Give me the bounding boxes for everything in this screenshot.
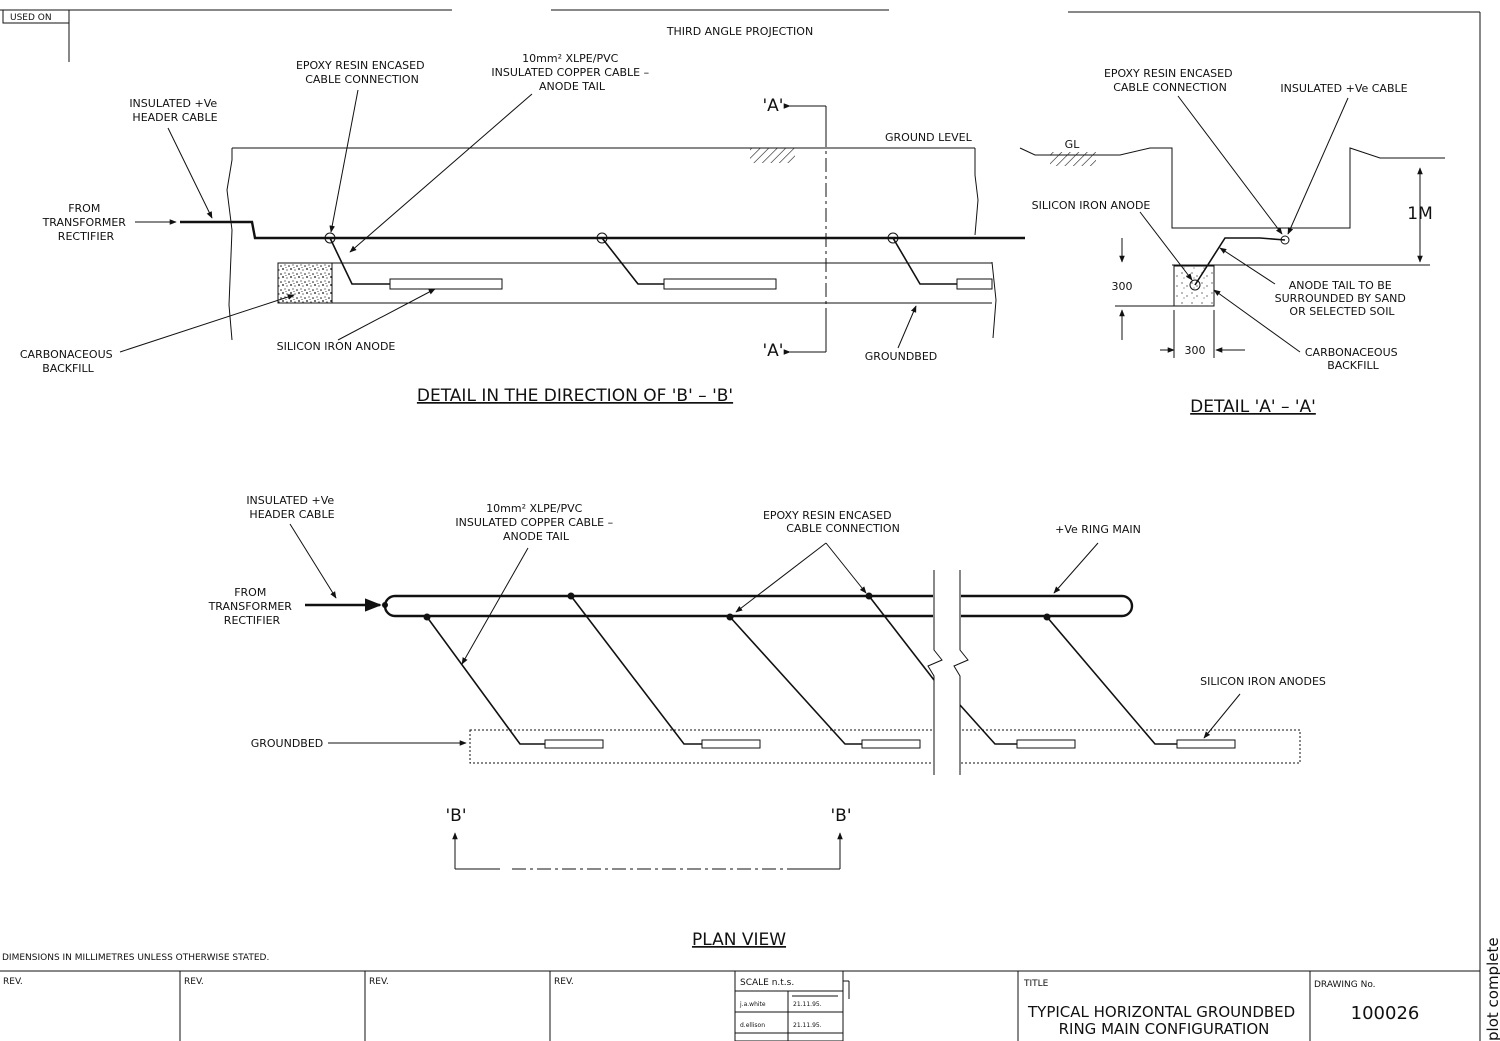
drawn-date: 21.11.95. xyxy=(793,1001,822,1008)
section-b-right: 'B' xyxy=(830,806,851,826)
checked-date: 21.11.95. xyxy=(793,1022,822,1029)
drawing-number: 100026 xyxy=(1351,1003,1420,1024)
aa-epoxy-label: EPOXY RESIN ENCASED CABLE CONNECTION xyxy=(1104,67,1236,94)
dim-horizontal: 300 xyxy=(1185,344,1206,357)
bb-groundbed-label: GROUNDBED xyxy=(865,350,938,363)
plan-copper-label: 10mm² XLPE/PVC INSULATED COPPER CABLE – … xyxy=(455,502,616,543)
bb-anode-label: SILICON IRON ANODE xyxy=(277,340,396,353)
detail-aa-view xyxy=(1019,95,1445,358)
rev-3: REV. xyxy=(369,977,389,987)
margin-plot-note: plot complete xyxy=(1484,937,1500,1041)
connection xyxy=(324,232,336,244)
anode xyxy=(956,278,993,290)
used-on-label: USED ON xyxy=(10,13,52,23)
title-block xyxy=(0,970,1480,1041)
connection xyxy=(596,232,608,244)
gl-label: GL xyxy=(1065,138,1081,151)
section-b-left: 'B' xyxy=(445,806,466,826)
plan-anode xyxy=(701,739,761,749)
plan-anodes-label: SILICON IRON ANODES xyxy=(1200,675,1326,688)
frame xyxy=(0,9,1481,1041)
plan-anode xyxy=(861,739,921,749)
aa-anode-label: SILICON IRON ANODE xyxy=(1032,199,1151,212)
connection xyxy=(1280,235,1290,245)
bb-from-label: FROM TRANSFORMER RECTIFIER xyxy=(42,202,130,243)
plan-view-title: PLAN VIEW xyxy=(692,930,786,950)
bb-copper-label: 10mm² XLPE/PVC INSULATED COPPER CABLE – … xyxy=(491,52,652,93)
aa-cable-label: INSULATED +Ve CABLE xyxy=(1280,82,1407,95)
depth-dim: 1M xyxy=(1407,204,1432,224)
gl-hatch xyxy=(1050,152,1096,166)
anode xyxy=(663,278,777,290)
bb-epoxy-label: EPOXY RESIN ENCASED CABLE CONNECTION xyxy=(296,59,428,86)
backfill-section xyxy=(1173,265,1215,307)
title-label: TITLE xyxy=(1023,979,1049,989)
dimensions-note: DIMENSIONS IN MILLIMETRES UNLESS OTHERWI… xyxy=(2,953,269,963)
connection xyxy=(887,232,899,244)
ring-main xyxy=(383,594,1134,618)
scale-label: SCALE n.t.s. xyxy=(740,978,794,988)
section-a-top: 'A' xyxy=(763,96,784,116)
plan-header-cable-label: INSULATED +Ve HEADER CABLE xyxy=(246,494,337,521)
dim-vertical: 300 xyxy=(1112,280,1133,293)
bb-backfill-label: CARBONACEOUS BACKFILL xyxy=(20,348,116,375)
plan-anode xyxy=(544,739,604,749)
projection-label: THIRD ANGLE PROJECTION xyxy=(666,25,813,38)
anode xyxy=(389,278,503,290)
plan-from-label: FROM TRANSFORMER RECTIFIER xyxy=(208,586,296,627)
rev-1: REV. xyxy=(3,977,23,987)
drawing-no-label: DRAWING No. xyxy=(1314,980,1376,990)
rev-4: REV. xyxy=(554,977,574,987)
drawn-by: j.a.white xyxy=(739,1001,766,1008)
header-cable-line xyxy=(180,220,1025,240)
section-a-bottom: 'A' xyxy=(763,341,784,361)
plan-view xyxy=(289,523,1301,870)
ground-hatch xyxy=(750,148,795,163)
ring-main-label: +Ve RING MAIN xyxy=(1055,523,1141,536)
rev-2: REV. xyxy=(184,977,204,987)
detail-bb-title: DETAIL IN THE DIRECTION OF 'B' – 'B' xyxy=(417,386,733,406)
detail-bb-view xyxy=(119,89,1025,355)
plan-epoxy-label: EPOXY RESIN ENCASED CABLE CONNECTION xyxy=(763,509,900,535)
plan-groundbed-label: GROUNDBED xyxy=(251,737,324,750)
plan-anode xyxy=(1176,739,1236,749)
backfill-block xyxy=(277,262,333,304)
aa-tail-label: ANODE TAIL TO BE SURROUNDED BY SAND OR S… xyxy=(1275,279,1410,318)
plan-groundbed xyxy=(469,729,1301,764)
aa-backfill-label: CARBONACEOUS BACKFILL xyxy=(1305,346,1401,372)
checked-by: d.ellison xyxy=(740,1022,765,1029)
drawing-title: TYPICAL HORIZONTAL GROUNDBED RING MAIN C… xyxy=(1027,1003,1300,1038)
plan-anode xyxy=(1016,739,1076,749)
detail-aa-title: DETAIL 'A' – 'A' xyxy=(1190,397,1316,417)
ground-level-label: GROUND LEVEL xyxy=(885,131,973,144)
anode-section xyxy=(1189,279,1201,291)
bb-header-cable-label: INSULATED +Ve HEADER CABLE xyxy=(129,97,220,124)
